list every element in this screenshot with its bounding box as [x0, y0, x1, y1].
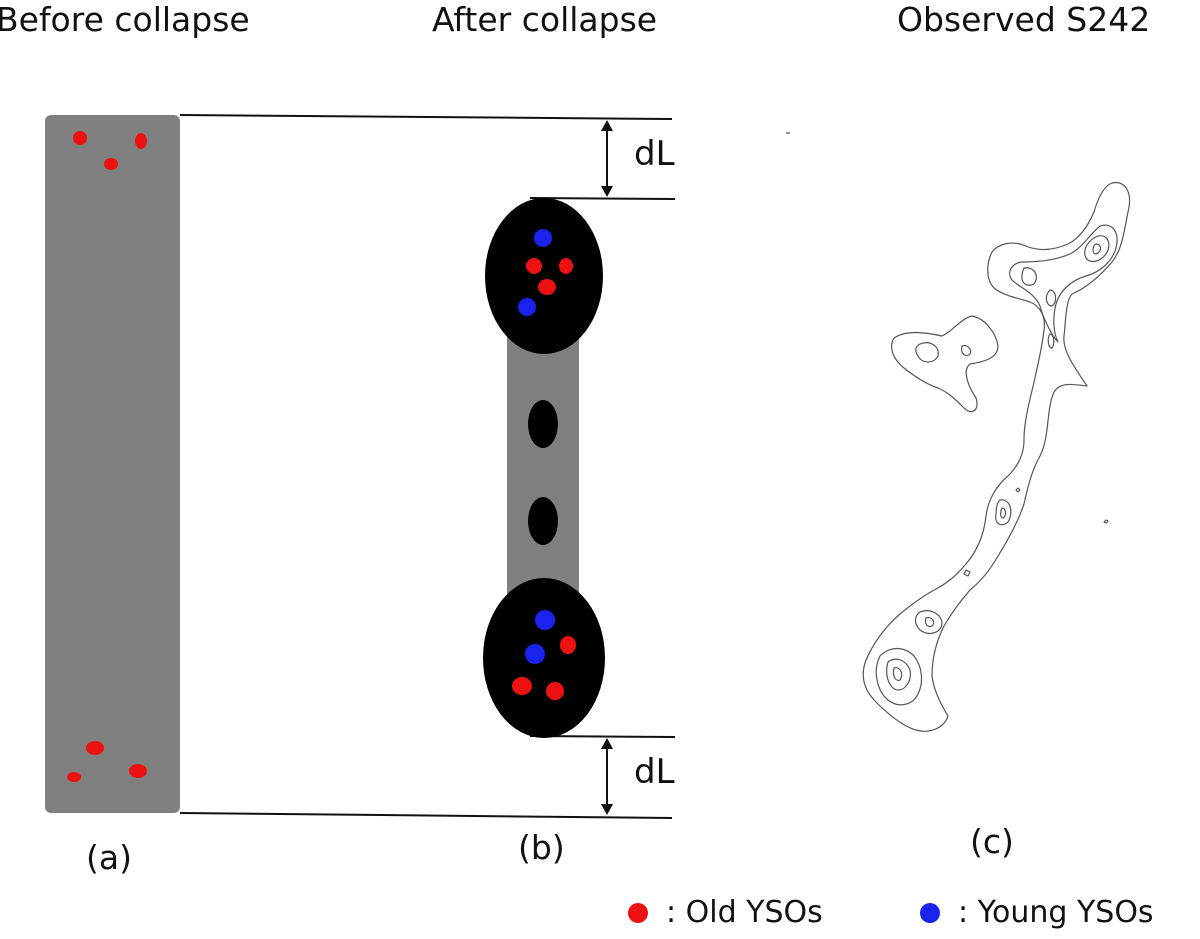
old-yso: [86, 741, 104, 755]
contour-level-4: [1092, 243, 1102, 255]
contour-mid-knot: [995, 499, 1012, 526]
dl-arrow-bottom: [601, 738, 613, 815]
contour-level-3: [1084, 235, 1110, 263]
dl-arrow-top: [601, 120, 613, 197]
dl-label-top: dL: [634, 134, 675, 174]
old-yso: [559, 258, 573, 274]
contour-specks: [786, 132, 1109, 524]
extent-line-top: [179, 114, 673, 120]
old-yso: [129, 764, 147, 778]
outer-contour-main: [862, 181, 1131, 732]
panel-a-label: (a): [86, 838, 132, 877]
contour-left-knot: [961, 345, 972, 357]
panel-a-title: Before collapse: [0, 0, 250, 39]
old-yso: [512, 677, 532, 695]
legend-item-old-ysos: : Old YSOs: [628, 895, 823, 930]
contour-bottom-upper: [914, 610, 943, 634]
ysos-bottom-clump: [512, 610, 576, 700]
old-ysos-top-group: [73, 131, 147, 170]
old-yso: [135, 133, 147, 149]
young-yso: [518, 298, 536, 316]
young-yso: [534, 229, 552, 247]
panel-b-label: (b): [518, 828, 565, 867]
contour-mid-knot-inner: [1000, 507, 1007, 519]
old-yso: [104, 158, 118, 170]
old-ysos-bottom-group: [67, 741, 147, 782]
old-yso: [538, 279, 556, 295]
s242-contour-map: [786, 132, 1131, 732]
extent-line-bottom: [179, 812, 673, 819]
old-yso: [67, 772, 81, 782]
legend-young-label: : Young YSOs: [958, 895, 1154, 930]
contour-bottom-level-2: [875, 647, 923, 706]
ysos-top-clump: [518, 229, 573, 316]
legend-old-label: : Old YSOs: [666, 895, 823, 930]
contour-knot: [1021, 267, 1037, 286]
old-yso: [546, 682, 564, 700]
panel-c-label: (c): [970, 822, 1014, 861]
old-yso: [560, 636, 576, 654]
contour-knot: [1047, 333, 1055, 349]
inner-core: [528, 497, 558, 545]
blue-dot-icon: [920, 902, 940, 923]
legend-item-young-ysos: : Young YSOs: [920, 895, 1154, 930]
contour-knot: [1045, 289, 1057, 307]
inner-core: [528, 400, 558, 448]
red-dot-icon: [628, 902, 648, 923]
old-yso: [73, 131, 87, 145]
contour-level-2: [1009, 224, 1118, 343]
contour-left-inner: [915, 342, 939, 363]
contour-left-clump: [891, 315, 999, 413]
initial-filament: [45, 115, 180, 813]
dl-label-bottom: dL: [634, 752, 675, 792]
panel-b-title: After collapse: [432, 0, 658, 39]
contour-speck: [963, 569, 971, 577]
contour-bottom-level-4: [892, 667, 903, 681]
contour-bottom-level-3: [886, 658, 911, 691]
collapsed-filament: [507, 332, 579, 612]
young-yso: [535, 610, 555, 630]
contour-bottom-upper-inner: [924, 617, 935, 628]
young-yso: [525, 644, 545, 664]
clump-edge-line-top: [529, 197, 676, 200]
end-clump-top: [485, 198, 603, 354]
panel-c-title: Observed S242: [897, 0, 1151, 39]
old-yso: [526, 258, 542, 274]
